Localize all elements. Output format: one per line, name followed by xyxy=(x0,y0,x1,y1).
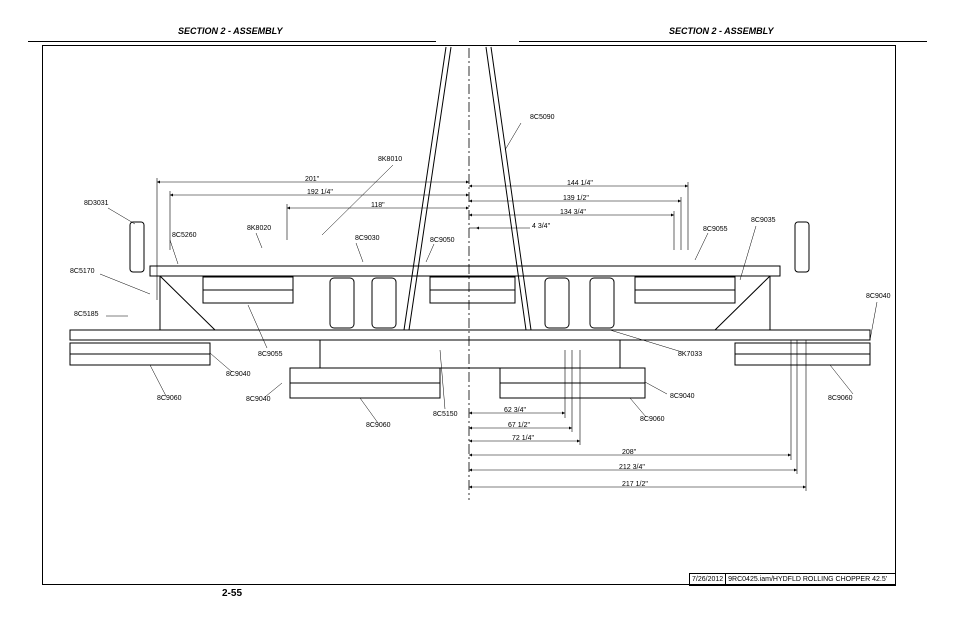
part-label-8c5185: 8C5185 xyxy=(74,311,99,318)
chopper-rollers xyxy=(69,276,871,399)
dimension-lines xyxy=(156,178,807,491)
dim-label-144: 144 1/4" xyxy=(567,180,593,187)
part-label-8c9055-left: 8C9055 xyxy=(258,351,283,358)
dim-label-201: 201" xyxy=(305,176,320,183)
dim-label-192: 192 1/4" xyxy=(307,189,333,196)
part-label-8c9050: 8C9050 xyxy=(430,237,455,244)
tanks xyxy=(129,221,810,273)
dim-label-4: 4 3/4" xyxy=(532,223,551,230)
part-label-8c9060-center-left: 8C9060 xyxy=(366,422,391,429)
dim-label-118: 118" xyxy=(371,202,385,209)
part-label-8c5090: 8C5090 xyxy=(530,114,555,121)
part-label-8c9060-right: 8C9060 xyxy=(828,395,853,402)
dim-label-208: 208" xyxy=(622,449,637,456)
part-label-8c9040-right-2: 8C9040 xyxy=(866,293,891,300)
part-label-8c5260: 8C5260 xyxy=(172,232,197,239)
dim-label-139: 139 1/2" xyxy=(563,195,589,202)
right-section-title: SECTION 2 - ASSEMBLY xyxy=(669,26,774,36)
header-rule-left xyxy=(28,41,436,42)
part-labels: 8C5090 8K8010 8D3031 8C5260 8K8020 8C903… xyxy=(70,114,891,429)
leader-lines xyxy=(99,122,878,424)
left-section-title: SECTION 2 - ASSEMBLY xyxy=(178,26,283,36)
header-rule-right xyxy=(519,41,927,42)
part-label-8d3031: 8D3031 xyxy=(84,200,109,207)
title-block-filename: 9RC0425.iam/HYDFLD ROLLING CHOPPER 42.5' xyxy=(728,576,888,583)
title-block-date: 7/26/2012 xyxy=(690,574,727,585)
dim-label-72: 72 1/4" xyxy=(512,435,534,442)
part-label-8c5150: 8C5150 xyxy=(433,411,458,418)
dim-label-67: 67 1/2" xyxy=(508,422,530,429)
part-label-8k8010: 8K8010 xyxy=(378,156,402,163)
part-label-8c9040-left-1: 8C9040 xyxy=(226,371,251,378)
part-label-8c9060-left: 8C9060 xyxy=(157,395,182,402)
part-label-8c9040-left-2: 8C9040 xyxy=(246,396,271,403)
part-label-8k7033: 8K7033 xyxy=(678,351,702,358)
part-label-8c9035: 8C9035 xyxy=(751,217,776,224)
part-label-8c9040-right-1: 8C9040 xyxy=(670,393,695,400)
title-block: 7/26/2012 9RC0425.iam/HYDFLD ROLLING CHO… xyxy=(689,573,896,586)
lift-cables xyxy=(403,46,532,331)
part-label-8k8020: 8K8020 xyxy=(247,225,271,232)
dim-label-62: 62 3/4" xyxy=(504,407,526,414)
dim-label-212: 212 3/4" xyxy=(619,464,645,471)
page-number: 2-55 xyxy=(222,588,243,599)
dimension-labels: 201" 192 1/4" 118" 144 1/4" 139 1/2" 134… xyxy=(305,176,648,488)
main-frame xyxy=(69,265,871,369)
dim-label-217: 217 1/2" xyxy=(622,481,648,488)
dim-label-134: 134 3/4" xyxy=(560,209,586,216)
part-label-8c9060-center-right: 8C9060 xyxy=(640,416,665,423)
part-label-8c9030: 8C9030 xyxy=(355,235,380,242)
drawing-frame xyxy=(42,45,896,585)
part-label-8c5170: 8C5170 xyxy=(70,268,95,275)
part-label-8c9055-right: 8C9055 xyxy=(703,226,728,233)
